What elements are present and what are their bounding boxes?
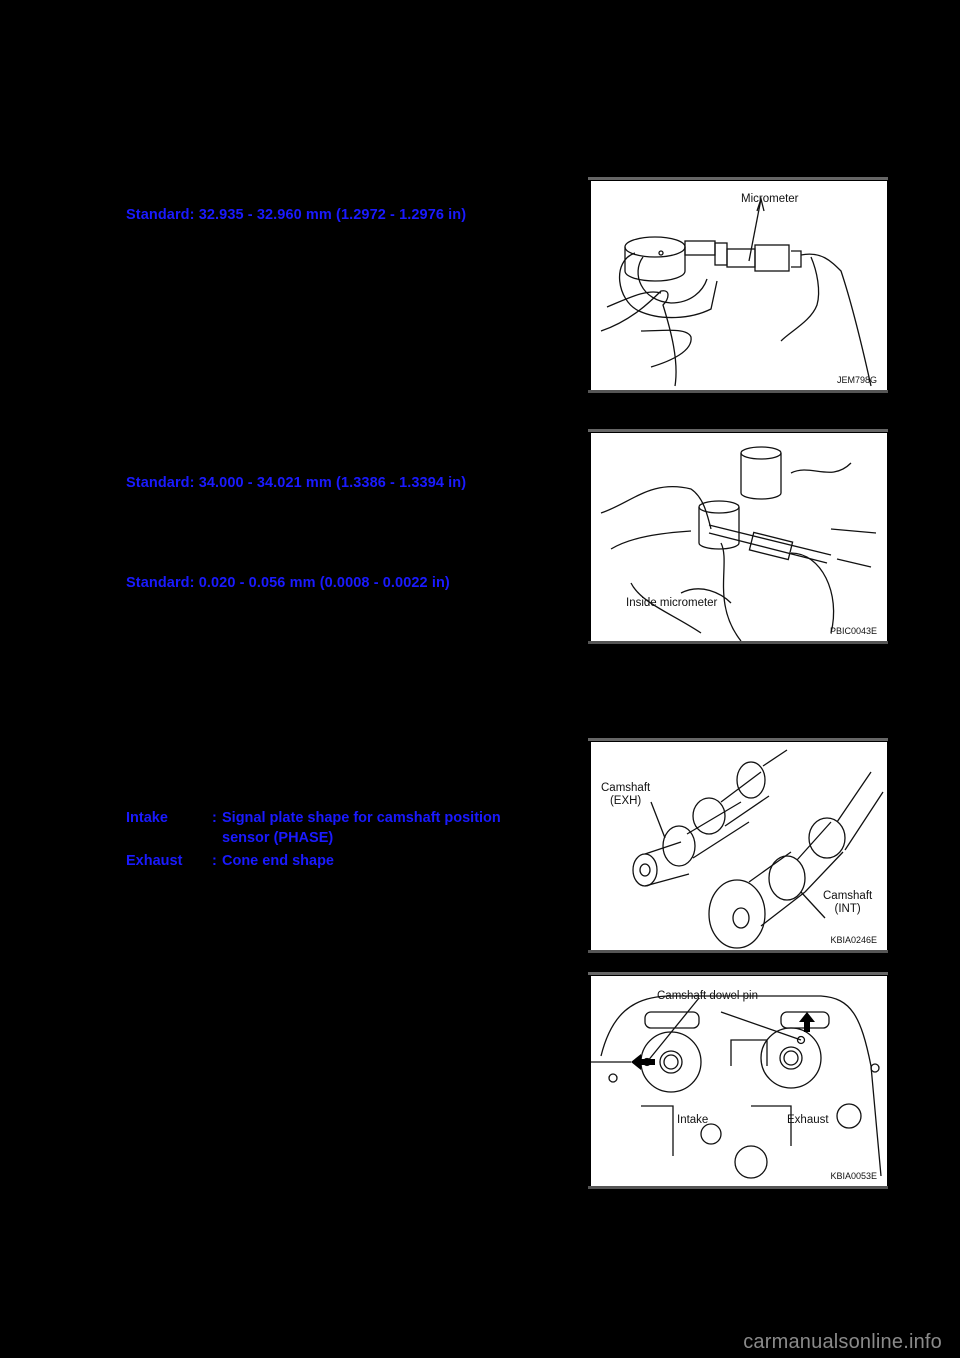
- spec-journal-oil-clearance: Standard: 0.020 - 0.056 mm (0.0008 - 0.0…: [126, 575, 450, 591]
- label-line: Camshaft: [823, 890, 873, 902]
- intake-label: Intake: [677, 1114, 709, 1126]
- exhaust-label: Exhaust: [787, 1114, 829, 1126]
- label-line: (EXH): [609, 795, 642, 807]
- spec-cam-journal-outer-diameter: Standard: 32.935 - 32.960 mm (1.2972 - 1…: [126, 207, 467, 223]
- watermark: carmanualsonline.info: [743, 1331, 942, 1353]
- spec-cam-bracket-inner-diameter: Standard: 34.000 - 34.021 mm (1.3386 - 1…: [126, 475, 467, 491]
- micrometer-illustration: [600, 196, 872, 387]
- label-line: (INT): [834, 903, 861, 915]
- figure-camshafts: Camshaft (EXH) Camshaft (INT) KBIA0246E: [588, 738, 888, 953]
- row-colon: :: [212, 853, 217, 869]
- figure-id: KBIA0246E: [830, 935, 877, 945]
- figure-camshaft-dowel-pins: Camshaft dowel pin Intake Exhaust KBIA00…: [588, 972, 888, 1189]
- camshaft-exh-label: Camshaft (EXH): [601, 782, 650, 808]
- camshaft-int-label: Camshaft (INT): [823, 890, 872, 916]
- row-key: Intake: [126, 810, 168, 826]
- camshafts-illustration: [632, 749, 884, 949]
- row-value: Signal plate shape for camshaft position…: [222, 810, 501, 846]
- camshaft-identification-table: Intake : Signal plate shape for camshaft…: [126, 808, 552, 874]
- identification-row-intake: Intake : Signal plate shape for camshaft…: [126, 808, 552, 848]
- figure-id: PBIC0043E: [829, 626, 877, 636]
- row-colon: :: [212, 810, 217, 826]
- figure-inside-micrometer: Inside micrometer PBIC0043E: [588, 429, 888, 644]
- figure-micrometer: Micrometer JEM798G: [588, 177, 888, 393]
- row-key: Exhaust: [126, 853, 183, 869]
- figure-id: JEM798G: [836, 375, 877, 385]
- dowel-pin-illustration: [591, 995, 882, 1179]
- identification-row-exhaust: Exhaust : Cone end shape: [126, 851, 552, 871]
- label-line: Camshaft: [601, 782, 651, 794]
- figure-id: KBIA0053E: [830, 1171, 877, 1181]
- inside-micrometer-label: Inside micrometer: [626, 597, 718, 609]
- camshaft-dowel-pin-label: Camshaft dowel pin: [657, 990, 758, 1002]
- micrometer-label: Micrometer: [741, 193, 799, 205]
- inside-micrometer-illustration: [600, 446, 877, 641]
- row-value: Cone end shape: [222, 853, 334, 869]
